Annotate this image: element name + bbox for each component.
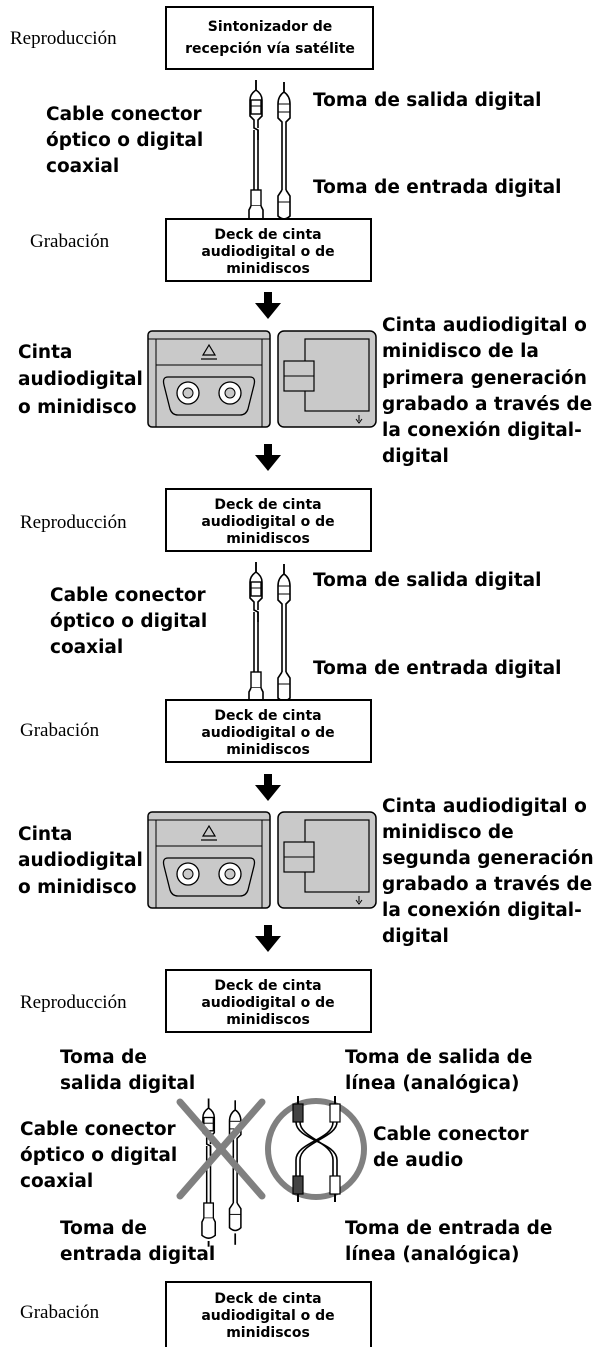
tuner-line2: recepción vía satélite (185, 41, 355, 57)
deck-box-2: Deck de cinta audiodigital o de minidisc… (165, 488, 372, 552)
deck-1-line1: Deck de cinta (214, 227, 321, 243)
down-arrow-icon-3 (255, 774, 281, 801)
out-jack-label-1: Toma de salida digital (313, 90, 542, 111)
media-label-2-line1: Cinta (18, 824, 72, 845)
gen2-line3: segunda generación (382, 848, 594, 869)
reproduccion-label-1: Reproducción (10, 28, 117, 49)
tuner-line1: Sintonizador de (208, 19, 332, 35)
deck-4-line3: minidiscos (226, 1012, 310, 1028)
in-digital-line1: Toma de (60, 1218, 147, 1239)
deck-5-line2: audiodigital o de (201, 1308, 334, 1324)
media-label-1-line2: audiodigital (18, 369, 143, 390)
down-arrow-icon-1 (255, 292, 281, 319)
deck-box-5: Deck de cinta audiodigital o de minidisc… (165, 1281, 372, 1347)
gen1-line5: la conexión digital- (382, 420, 582, 441)
in-analog-line2: línea (analógica) (345, 1244, 519, 1265)
deck-5-line3: minidiscos (226, 1325, 310, 1341)
deck-3-line3: minidiscos (226, 742, 310, 758)
media-label-2-line2: audiodigital (18, 850, 143, 871)
grabacion-label-3: Grabación (20, 1302, 100, 1323)
gen2-line2: minidisco de (382, 822, 514, 843)
deck-4-line1: Deck de cinta (214, 978, 321, 994)
cable-label-3-line2: óptico o digital (20, 1145, 177, 1166)
cable-label-3-line3: coaxial (20, 1171, 93, 1192)
deck-box-1: Deck de cinta audiodigital o de minidisc… (165, 218, 372, 282)
cable-label-2-line1: Cable conector (50, 585, 207, 606)
gen1-line4: grabado a través de (382, 394, 592, 415)
deck-2-line2: audiodigital o de (201, 514, 334, 530)
deck-2-line3: minidiscos (226, 531, 310, 547)
digital-cable-icon-1 (248, 79, 291, 237)
grabacion-label-1: Grabación (30, 231, 110, 252)
out-digital-line1: Toma de (60, 1047, 147, 1068)
reproduccion-label-2: Reproducción (20, 512, 127, 533)
grabacion-label-2: Grabación (20, 720, 100, 741)
deck-box-4: Deck de cinta audiodigital o de minidisc… (165, 969, 372, 1033)
cassette-minidisc-icon-2 (147, 811, 377, 909)
out-digital-line2: salida digital (60, 1073, 195, 1094)
cable-label-1-line1: Cable conector (46, 104, 203, 125)
gen2-line5: la conexión digital- (382, 900, 582, 921)
gen2-line4: grabado a través de (382, 874, 592, 895)
cable-label-1-line3: coaxial (46, 156, 119, 177)
deck-4-line2: audiodigital o de (201, 995, 334, 1011)
gen1-line6: digital (382, 446, 449, 467)
cassette-minidisc-icon-1 (147, 330, 377, 428)
deck-2-line1: Deck de cinta (214, 497, 321, 513)
tuner-box: Sintonizador de recepción vía satélite (165, 6, 374, 70)
down-arrow-icon-2 (255, 444, 281, 471)
out-analog-line2: línea (analógica) (345, 1073, 519, 1094)
cable-label-3-line1: Cable conector (20, 1119, 177, 1140)
in-jack-label-2: Toma de entrada digital (313, 658, 561, 679)
gen2-line1: Cinta audiodigital o (382, 796, 587, 817)
deck-5-line1: Deck de cinta (214, 1291, 321, 1307)
reproduccion-label-3: Reproducción (20, 992, 127, 1013)
audio-cable-line2: de audio (373, 1150, 463, 1171)
media-label-2-line3: o minidisco (18, 877, 137, 898)
gen1-line2: minidisco de la (382, 341, 539, 362)
audio-cable-line1: Cable conector (373, 1124, 530, 1145)
deck-1-line3: minidiscos (226, 261, 310, 277)
cable-label-1-line2: óptico o digital (46, 130, 203, 151)
media-label-1-line3: o minidisco (18, 397, 137, 418)
in-jack-label-1: Toma de entrada digital (313, 177, 561, 198)
gen1-line3: primera generación (382, 368, 587, 389)
gen2-line6: digital (382, 926, 449, 947)
audio-cable-circled-icon (265, 1096, 367, 1202)
in-digital-line2: entrada digital (60, 1244, 215, 1265)
in-analog-line1: Toma de entrada de (345, 1218, 552, 1239)
deck-3-line2: audiodigital o de (201, 725, 334, 741)
deck-1-line2: audiodigital o de (201, 244, 334, 260)
down-arrow-icon-4 (255, 925, 281, 952)
media-label-1-line1: Cinta (18, 342, 72, 363)
deck-3-line1: Deck de cinta (214, 708, 321, 724)
out-jack-label-2: Toma de salida digital (313, 570, 542, 591)
digital-cable-crossed-icon (176, 1097, 266, 1248)
cable-label-2-line3: coaxial (50, 637, 123, 658)
cable-label-2-line2: óptico o digital (50, 611, 207, 632)
digital-cable-icon-2 (248, 561, 291, 719)
gen1-line1: Cinta audiodigital o (382, 315, 587, 336)
out-analog-line1: Toma de salida de (345, 1047, 532, 1068)
deck-box-3: Deck de cinta audiodigital o de minidisc… (165, 699, 372, 763)
